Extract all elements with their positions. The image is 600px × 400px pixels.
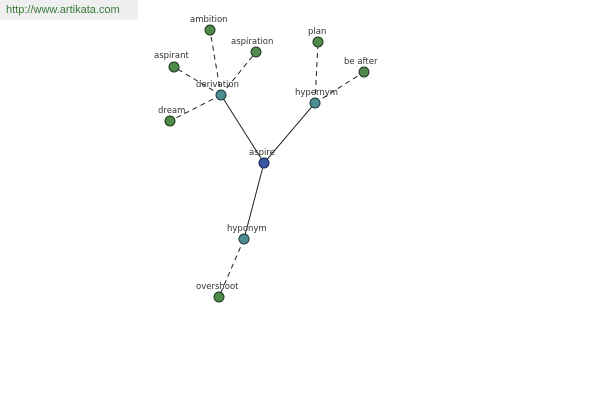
node-hypernym[interactable] [309,97,321,109]
label-be-after: be after [344,57,378,67]
node-derivation[interactable] [215,89,227,101]
node-overshoot[interactable] [213,291,225,303]
node-aspire[interactable] [258,157,270,169]
node-plan[interactable] [312,36,324,48]
edge-hypernym-be-after [314,71,365,104]
label-aspirant: aspirant [154,51,189,61]
label-hypernym: hypernym [295,88,338,98]
edge-hypernym-plan [314,41,319,104]
edge-derivation-aspirant [173,66,222,96]
label-plan: plan [308,27,326,37]
node-ambition[interactable] [204,24,216,36]
label-aspiration: aspiration [231,37,273,47]
edge-aspire-derivation [220,94,265,164]
label-overshoot: overshoot [196,282,239,292]
edge-aspire-hypernym [263,102,316,164]
label-dream: dream [158,106,185,116]
label-aspire: aspire [249,148,275,158]
node-hyponym[interactable] [238,233,250,245]
source-watermark: http://www.artikata.com [0,0,138,20]
node-be-after[interactable] [358,66,370,78]
edge-derivation-dream [169,94,222,122]
node-dream[interactable] [164,115,176,127]
edge-hyponym-overshoot [218,238,245,298]
label-derivation: derivation [196,80,239,90]
node-aspirant[interactable] [168,61,180,73]
edge-derivation-ambition [209,29,222,96]
edge-derivation-aspiration [220,51,257,96]
label-ambition: ambition [190,15,228,25]
label-hyponym: hyponym [227,224,267,234]
edge-aspire-hyponym [243,162,265,240]
node-aspiration[interactable] [250,46,262,58]
